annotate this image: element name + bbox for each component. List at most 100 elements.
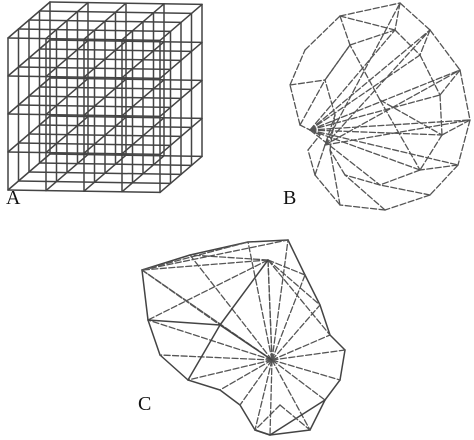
mesh-edge xyxy=(267,259,331,336)
mesh-edge xyxy=(219,324,273,361)
cage-edge xyxy=(394,29,421,56)
mesh-edge xyxy=(267,259,321,306)
cage-edge xyxy=(339,15,351,46)
cage-edge xyxy=(419,29,431,56)
mesh-edge xyxy=(189,254,273,361)
cage-edge xyxy=(339,204,386,211)
panel-c-wireframe xyxy=(141,239,346,436)
mesh-edge xyxy=(239,359,273,406)
cage-edge xyxy=(289,49,306,86)
mesh-edge xyxy=(271,349,346,361)
cage-edge xyxy=(457,119,471,166)
cage-edge xyxy=(339,15,396,31)
mesh-edge xyxy=(279,404,311,431)
mesh-edge xyxy=(271,359,326,401)
lattice-edge xyxy=(159,3,203,42)
mesh-edge xyxy=(141,239,289,271)
lattice-edge xyxy=(121,155,165,193)
panel-b-label: B xyxy=(283,187,297,209)
lattice-edge xyxy=(45,39,89,78)
cage-edge xyxy=(344,174,386,211)
cage-edge xyxy=(419,54,441,96)
mesh-edge xyxy=(141,259,269,271)
mesh-edge xyxy=(309,399,326,431)
mesh-edge xyxy=(147,319,221,326)
mesh-edge xyxy=(159,354,273,361)
mesh-edge xyxy=(269,359,273,436)
panel-b xyxy=(280,0,474,215)
mesh-edge xyxy=(141,269,149,321)
mesh-edge xyxy=(271,359,311,431)
mesh-edge xyxy=(189,254,269,261)
mesh-edge xyxy=(267,259,273,361)
lattice-edge xyxy=(121,79,165,117)
mesh-edge xyxy=(271,334,331,361)
mesh-edge xyxy=(147,319,273,361)
lattice-edge xyxy=(159,79,203,118)
mesh-edge xyxy=(271,239,289,361)
radial-edge xyxy=(309,119,471,131)
radial-edge xyxy=(309,129,459,166)
cage-edge xyxy=(441,119,471,136)
radial-edge xyxy=(324,2,401,146)
cage-edge xyxy=(324,79,336,116)
mesh-edge xyxy=(187,324,221,381)
mesh-edge xyxy=(219,389,241,406)
lattice-edge xyxy=(121,3,165,41)
mesh-edge xyxy=(329,334,346,351)
radial-edge xyxy=(309,54,421,131)
mesh-edge xyxy=(247,241,273,361)
cage-edge xyxy=(429,29,461,71)
mesh-edge xyxy=(254,359,273,431)
mesh-edge xyxy=(141,241,249,271)
cage-edge xyxy=(384,194,431,211)
mesh-edge xyxy=(187,359,273,381)
cage-edge xyxy=(299,79,326,126)
radial-edge xyxy=(309,129,381,186)
cage-edge xyxy=(289,84,301,126)
mesh-edge xyxy=(147,259,269,321)
radial-edge xyxy=(309,29,431,131)
lattice-edge xyxy=(7,153,51,191)
cage-edge xyxy=(329,149,341,206)
mesh-edge xyxy=(254,429,271,436)
lattice-edge xyxy=(83,154,127,192)
mesh-edge xyxy=(247,239,289,243)
cage-edge xyxy=(379,99,443,136)
mesh-edge xyxy=(219,359,273,391)
radial-edge xyxy=(309,69,461,131)
cage-edge xyxy=(399,2,431,31)
lattice-edge xyxy=(121,117,165,155)
cage-edge xyxy=(394,2,401,31)
mesh-edge xyxy=(271,359,341,381)
cage-edge xyxy=(307,149,316,176)
mesh-edge xyxy=(187,379,221,391)
radial-edge xyxy=(309,94,441,131)
panel-a-label: A xyxy=(6,187,21,209)
cage-edge xyxy=(349,44,381,101)
cage-edge xyxy=(349,29,396,46)
lattice-edge xyxy=(7,1,51,39)
mesh-edge xyxy=(269,429,311,436)
lattice-edge xyxy=(83,78,127,116)
cage-edge xyxy=(379,169,421,186)
lattice-edge xyxy=(45,115,89,154)
lattice-edge xyxy=(159,41,203,80)
radial-edge xyxy=(324,119,471,146)
lattice-edge xyxy=(7,115,51,153)
mesh-edge xyxy=(219,259,269,326)
mesh-edge xyxy=(319,304,331,336)
cage-edge xyxy=(344,174,381,186)
mesh-edge xyxy=(324,379,341,401)
lattice-edge xyxy=(45,153,89,192)
mesh-edge xyxy=(271,274,306,361)
mesh-edge xyxy=(304,274,321,306)
lattice-edge xyxy=(7,77,51,115)
mesh-edge xyxy=(147,319,161,356)
cage-edge xyxy=(289,79,326,86)
panel-a-wireframe xyxy=(7,1,203,194)
lattice-edge xyxy=(159,117,203,156)
lattice-edge xyxy=(7,39,51,77)
radial-edge xyxy=(309,29,396,131)
panel-c xyxy=(130,230,360,440)
